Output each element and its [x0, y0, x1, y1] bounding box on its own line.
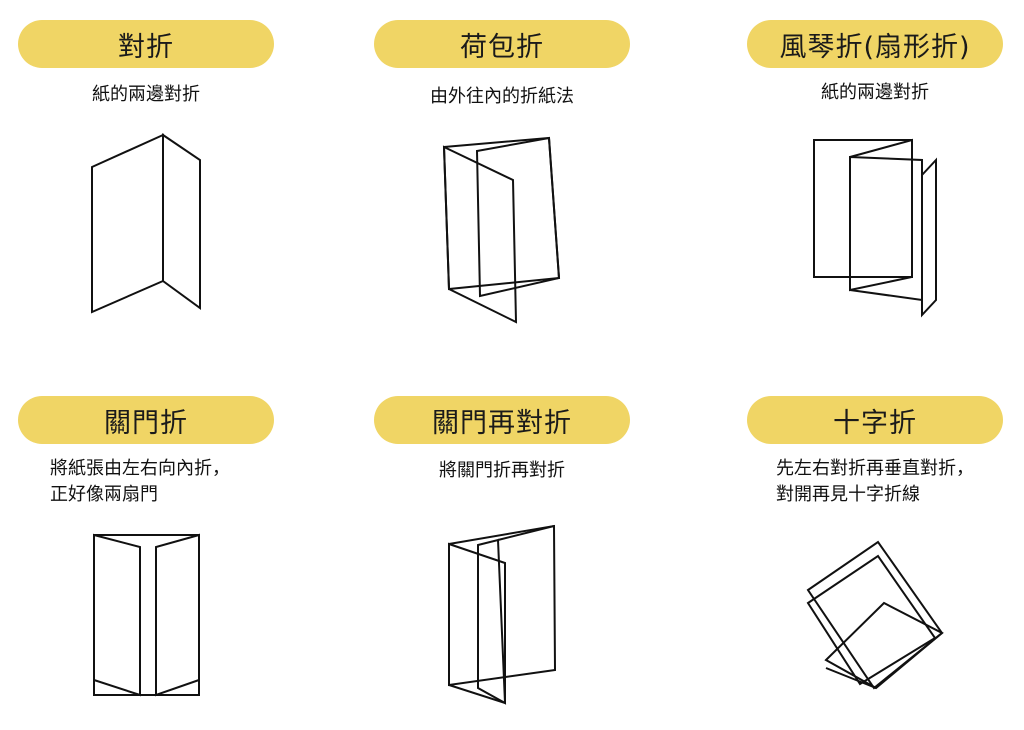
- gate-fold-left-door: [93, 533, 141, 697]
- double-gate-crease: [497, 525, 555, 541]
- fold-desc-letter: 由外往內的折紙法: [374, 84, 630, 110]
- fold-desc-accordion: 紙的兩邊對折: [747, 80, 1003, 106]
- fold-desc-double-gate: 將關門折再對折: [374, 458, 630, 484]
- cross-fold-front-square: [824, 601, 944, 690]
- fold-title-cross: 十字折: [747, 396, 1003, 444]
- letter-fold-inner-flap: [475, 136, 561, 298]
- fold-desc-gate: 將紙張由左右向內折， 正好像兩扇門: [50, 456, 290, 508]
- cross-fold-inner-crease: [825, 667, 877, 689]
- desc-line: 將紙張由左右向內折，: [50, 458, 230, 479]
- accordion-panel-4: [921, 157, 937, 318]
- fold-desc-cross: 先左右對折再垂直對折， 對開再見十字折線: [776, 456, 1016, 508]
- letter-fold-front-flap: [442, 145, 518, 324]
- fold-title-half: 對折: [18, 20, 274, 68]
- half-fold-right-panel: [162, 133, 201, 310]
- fold-title-accordion: 風琴折(扇形折): [747, 20, 1003, 68]
- double-gate-front-panel: [448, 542, 506, 705]
- fold-title-gate: 關門折: [18, 396, 274, 444]
- fold-title-letter: 荷包折: [374, 20, 630, 68]
- desc-line: 由外往內的折紙法: [430, 86, 574, 107]
- desc-line: 將關門折再對折: [439, 460, 565, 481]
- fold-title-double-gate: 關門再對折: [374, 396, 630, 444]
- desc-line: 對開再見十字折線: [776, 484, 920, 505]
- gate-fold-right-door: [155, 533, 200, 697]
- desc-line: 紙的兩邊對折: [821, 82, 929, 103]
- desc-line: 紙的兩邊對折: [92, 84, 200, 105]
- desc-line: 先左右對折再垂直對折，: [776, 458, 974, 479]
- desc-line: 正好像兩扇門: [50, 484, 158, 505]
- cross-fold-back-square: [806, 540, 944, 690]
- fold-desc-half: 紙的兩邊對折: [18, 82, 274, 108]
